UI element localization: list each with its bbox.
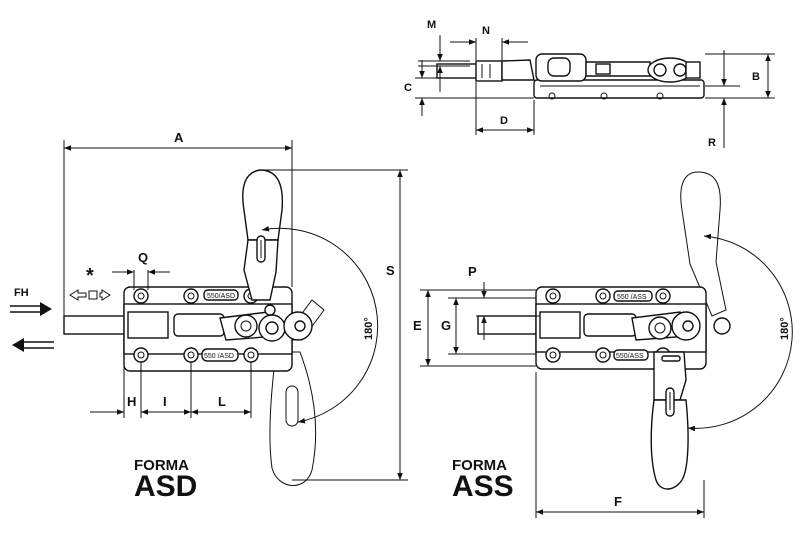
dim-label-b: B — [752, 71, 760, 83]
right-view-ass: 550 /ASS 550/ASS 180° E G P — [413, 171, 793, 518]
star-marker: * — [86, 265, 94, 287]
angle-label-right: 180° — [779, 317, 791, 340]
dim-label-a: A — [174, 130, 184, 145]
top-view: M N C D B R — [404, 19, 775, 149]
dim-label-c: C — [404, 82, 412, 94]
dim-label-q: Q — [138, 250, 148, 265]
force-label-fh: FH — [14, 287, 29, 299]
dim-label-n: N — [482, 25, 490, 37]
dim-label-l: L — [218, 394, 226, 409]
dim-label-g: G — [441, 318, 451, 333]
dim-label-s: S — [386, 263, 395, 278]
form-code-right: ASS — [452, 470, 514, 503]
plate-label-left-top: 550/ASD — [207, 293, 235, 300]
plate-label-right-top: 550 /ASS — [617, 294, 647, 301]
dim-label-h: H — [127, 394, 136, 409]
dim-label-e: E — [413, 318, 422, 333]
left-view-asd: 550/ASD 550 /ASD 180° A S Q — [10, 130, 408, 503]
dim-label-r: R — [708, 137, 716, 149]
dim-label-d: D — [500, 115, 508, 127]
plate-label-left-bottom: 550 /ASD — [204, 353, 234, 360]
angle-label-left: 180° — [363, 317, 375, 340]
dim-label-m: M — [427, 19, 436, 31]
dim-label-f: F — [614, 494, 622, 509]
forma-label-left: FORMA — [134, 457, 189, 474]
forma-label-right: FORMA — [452, 457, 507, 474]
dim-label-p: P — [468, 264, 477, 279]
dim-label-i: I — [163, 394, 167, 409]
plate-label-right-bottom: 550/ASS — [616, 353, 644, 360]
form-code-left: ASD — [134, 470, 197, 503]
